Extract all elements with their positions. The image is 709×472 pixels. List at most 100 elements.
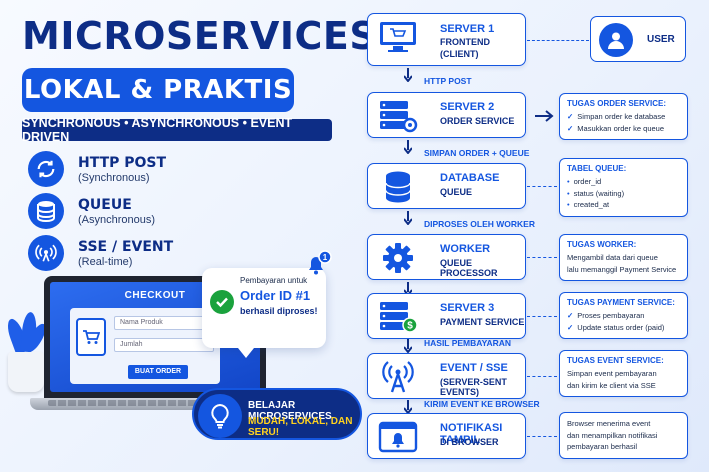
note-connector	[527, 436, 557, 437]
mode-desc: (Synchronous)	[78, 171, 150, 184]
note-heading: TABEL QUEUE:	[567, 164, 627, 173]
arrow-right-icon	[535, 110, 554, 122]
mode-title: HTTP POST	[78, 154, 167, 171]
mode-desc: (Asynchronous)	[78, 213, 156, 226]
note-item: created_at	[567, 199, 680, 211]
note-item: dan menampilkan notifikasi	[567, 430, 658, 440]
edge-label: KIRIM EVENT KE BROWSER	[424, 399, 540, 409]
note-connector	[527, 186, 557, 187]
tagline: SYNCHRONOUS • ASYNCHRONOUS • EVENT DRIVE…	[22, 116, 332, 144]
node-title: SERVER 3	[440, 302, 495, 314]
create-order-button[interactable]: BUAT ORDER	[128, 365, 188, 379]
mode-title: QUEUE	[78, 196, 132, 213]
quantity-field[interactable]: Jumlah	[114, 338, 214, 352]
node-subtitle: QUEUE	[440, 187, 473, 197]
bell-icon: 1	[302, 250, 332, 280]
note-payment-service: TUGAS PAYMENT SERVICE: Proses pembayaran…	[559, 292, 688, 339]
note-heading: TUGAS EVENT SERVICE:	[567, 356, 664, 365]
notification-order-id: Order ID #1	[240, 288, 311, 303]
edge-label: HASIL PEMBAYARAN	[424, 338, 512, 348]
note-queue-table: TABEL QUEUE: order_id status (waiting) c…	[559, 158, 688, 217]
node-subtitle-2: (CLIENT)	[440, 49, 479, 59]
node-subtitle: ORDER SERVICE	[440, 116, 515, 126]
cart-icon	[76, 318, 106, 356]
laptop-keyboard	[48, 400, 262, 406]
mode-queue: QUEUE (Asynchronous)	[28, 192, 268, 230]
note-heading: TUGAS PAYMENT SERVICE:	[567, 298, 675, 307]
payment-notification: Pembayaran untuk Order ID #1 berhasil di…	[202, 268, 326, 358]
broadcast-icon	[28, 235, 64, 271]
browser-bell-icon	[376, 420, 420, 454]
node-browser-notification: NOTIFIKASI TAMPIL DI BROWSER	[367, 413, 526, 459]
note-item: Proses pembayaran	[567, 310, 680, 322]
node-server-3: $ SERVER 3 PAYMENT SERVICE	[367, 293, 526, 339]
arrow-down-icon	[404, 400, 412, 414]
edge-label: HTTP POST	[424, 76, 472, 86]
checkout-form: Nama Produk Jumlah BUAT ORDER	[70, 308, 220, 384]
arrow-down-icon	[404, 140, 412, 154]
node-worker: WORKER QUEUE PROCESSOR	[367, 234, 526, 280]
note-order-service: TUGAS ORDER SERVICE: Simpan order ke dat…	[559, 93, 688, 140]
user-label: USER	[647, 34, 675, 45]
lightbulb-icon	[198, 394, 242, 438]
mode-http-post: HTTP POST (Synchronous)	[28, 150, 268, 188]
product-name-field[interactable]: Nama Produk	[114, 316, 214, 330]
learn-line2: MUDAH, LOKAL, DAN SERU!	[248, 416, 353, 438]
node-subtitle: PAYMENT SERVICE	[440, 317, 525, 327]
node-title: EVENT / SSE	[440, 362, 508, 374]
antenna-icon	[376, 360, 420, 394]
user-connector	[527, 40, 589, 41]
note-item: Mengambil data dari queue	[567, 253, 658, 262]
note-browser: Browser menerima event dan menampilkan n…	[559, 412, 688, 459]
note-item: order_id	[567, 176, 680, 188]
edge-label: SIMPAN ORDER + QUEUE	[424, 148, 530, 158]
check-icon	[210, 290, 234, 314]
arrow-down-icon	[404, 68, 412, 82]
note-event-service: TUGAS EVENT SERVICE: Simpan event pembay…	[559, 350, 688, 397]
note-item: status (waiting)	[567, 188, 680, 200]
node-subtitle: FRONTEND	[440, 37, 490, 47]
arrow-down-icon	[404, 339, 412, 353]
notification-line3: berhasil diproses!	[240, 306, 318, 316]
note-item: Update status order (paid)	[567, 322, 680, 334]
database-icon	[376, 170, 420, 204]
server-dollar-icon: $	[376, 300, 420, 334]
node-title: NOTIFIKASI TAMPIL	[440, 422, 503, 446]
node-title: SERVER 2	[440, 101, 495, 113]
user-node: USER	[590, 16, 686, 62]
note-item: pembayaran berhasil	[567, 442, 638, 451]
sync-icon	[28, 151, 64, 187]
learn-line1: BELAJAR MICROSERVICES	[248, 400, 332, 422]
note-connector	[527, 376, 557, 377]
checkout-title: CHECKOUT	[124, 290, 186, 301]
main-title: MICROSERVICES	[22, 14, 378, 58]
node-title: DATABASE	[440, 172, 500, 184]
edge-label: DIPROSES OLEH WORKER	[424, 219, 535, 229]
note-item: Browser menerima event	[567, 419, 651, 428]
note-item: dan kirim ke client via SSE	[567, 380, 656, 390]
node-subtitle: QUEUE PROCESSOR	[440, 258, 498, 278]
note-item: lalu memanggil Payment Service	[567, 264, 677, 274]
node-subtitle: DI BROWSER	[440, 437, 499, 447]
mode-title: SSE / EVENT	[78, 238, 174, 255]
note-heading: TUGAS ORDER SERVICE:	[567, 99, 666, 108]
node-database: DATABASE QUEUE	[367, 163, 526, 209]
node-server-1: SERVER 1 FRONTEND (CLIENT)	[367, 13, 526, 66]
mode-desc: (Real-time)	[78, 255, 133, 268]
note-worker: TUGAS WORKER: Mengambil data dari queue …	[559, 234, 688, 281]
note-connector	[527, 257, 557, 258]
note-heading: TUGAS WORKER:	[567, 240, 637, 249]
mode-sse-event: SSE / EVENT (Real-time)	[28, 234, 268, 272]
monitor-cart-icon	[376, 20, 420, 54]
node-event-sse: EVENT / SSE (SERVER-SENT EVENTS)	[367, 353, 526, 399]
node-server-2: SERVER 2 ORDER SERVICE	[367, 92, 526, 138]
node-title: SERVER 1	[440, 23, 495, 35]
arrow-down-icon	[404, 211, 412, 225]
note-item: Simpan event pembayaran	[567, 369, 657, 378]
learn-banner: BELAJAR MICROSERVICES MUDAH, LOKAL, DAN …	[192, 388, 362, 440]
user-icon	[599, 23, 633, 57]
database-icon	[28, 193, 64, 229]
node-title: WORKER	[440, 243, 491, 255]
note-item: Masukkan order ke queue	[567, 123, 680, 135]
subtitle-banner: LOKAL & PRAKTIS	[22, 68, 294, 112]
